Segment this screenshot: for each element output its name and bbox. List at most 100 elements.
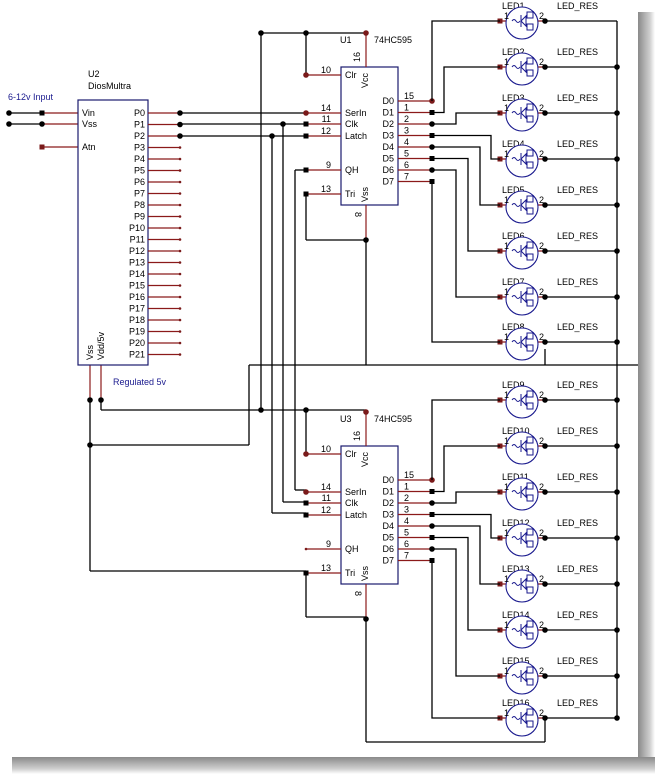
power-input-label: 6-12v Input (8, 92, 54, 102)
junction-dot (614, 202, 620, 208)
led-pin-2-label: 2 (539, 620, 544, 630)
led-ref: LED2 (502, 47, 525, 57)
led-pin-2-label: 2 (539, 103, 544, 113)
junction-dot (303, 451, 309, 457)
pin-name-clr: Clr (345, 449, 357, 459)
junction-dot (614, 397, 620, 403)
led-emitter-glyph (526, 23, 534, 31)
led-resistor-glyph (511, 628, 521, 632)
led-diode-glyph (520, 577, 527, 591)
led-diode-glyph (520, 393, 527, 407)
shift-register-ref: U3 (340, 414, 352, 424)
controller-pin-atn: Atn (82, 142, 96, 152)
led-diode-glyph (520, 623, 527, 637)
led-pin-2-label: 2 (539, 482, 544, 492)
vss-pin-number: 8 (353, 591, 363, 596)
output-pin-d6: D6 (382, 544, 394, 554)
junction-dot (614, 294, 620, 300)
led-resistor-glyph (511, 490, 521, 494)
controller-pin-p4: P4 (134, 154, 145, 164)
led-pin-1-label: 1 (504, 11, 509, 21)
led-value: LED_RES (557, 518, 598, 528)
led-emitter-glyph (526, 666, 534, 674)
pin-number: 12 (321, 126, 331, 136)
controller-pin-p5: P5 (134, 166, 145, 176)
led-pin-2-label: 2 (539, 195, 544, 205)
controller-pin-vin: Vin (82, 108, 95, 118)
output-pin-number: 2 (404, 114, 409, 124)
led-emitter-glyph (526, 299, 534, 307)
shift-register-part: 74HC595 (374, 35, 412, 45)
led-pin-1-label: 1 (504, 666, 509, 676)
controller-pin-p9: P9 (134, 212, 145, 222)
led-emitter-glyph (526, 620, 534, 628)
unconnected-pin-end (178, 295, 182, 299)
led-value: LED_RES (557, 564, 598, 574)
led-ref: LED8 (502, 322, 525, 332)
junction-dot (303, 489, 309, 495)
led-body (505, 703, 539, 737)
wires (9, 21, 638, 743)
pin-number: 11 (322, 493, 331, 503)
led-emitter-glyph (526, 574, 534, 582)
junction-dot (6, 110, 12, 116)
led-pin-2-label: 2 (539, 436, 544, 446)
led-diode-glyph (520, 531, 527, 545)
unconnected-pin-end (178, 169, 182, 172)
led-value: LED_RES (557, 1, 598, 11)
pin-name-qh: QH (345, 165, 359, 175)
pin-number: 13 (321, 563, 331, 573)
pin-name-latch: Latch (345, 510, 367, 520)
led-ref: LED14 (502, 610, 530, 620)
pin-number: 9 (326, 539, 331, 549)
junction-dot (303, 30, 309, 36)
controller-pin-p1: P1 (134, 120, 145, 130)
led-emitter-glyph (526, 161, 534, 169)
pin-number: 14 (321, 482, 331, 492)
junction-dot (614, 248, 620, 254)
shift-register-body (340, 66, 399, 206)
output-pin-number: 2 (404, 493, 409, 503)
output-pin-number: 1 (404, 103, 409, 113)
led-value: LED_RES (557, 185, 598, 195)
led-value: LED_RES (557, 93, 598, 103)
led-pin-2-label: 2 (539, 241, 544, 251)
controller-part: DiosMultra (88, 81, 131, 91)
junction-dot (614, 581, 620, 587)
controller-pin-p7: P7 (134, 189, 145, 199)
output-pin-number: 15 (404, 91, 414, 101)
controller-pin-vss: Vss (85, 344, 95, 360)
led-value: LED_RES (557, 380, 598, 390)
led-drive-wire (431, 20, 500, 101)
led-pin-1-label: 1 (504, 708, 509, 718)
led-diode-glyph (520, 152, 527, 166)
vss-pin-name: Vss (360, 565, 370, 581)
unconnected-pin-end (178, 203, 182, 207)
led-pin-1-label: 1 (504, 436, 509, 446)
led-drive-wire (432, 536, 500, 631)
junction-square (303, 167, 309, 173)
shift-register-part: 74HC595 (374, 414, 412, 424)
junction-dot (87, 442, 93, 448)
led-body (505, 569, 539, 603)
unconnected-pin-end (178, 272, 182, 276)
led-drive-wire (432, 169, 500, 298)
junction-dot (280, 121, 286, 127)
led-emitter-glyph (526, 57, 534, 65)
led-emitter-glyph (526, 207, 534, 215)
led-pin-1-label: 1 (504, 103, 509, 113)
controller-pin-p3: P3 (134, 143, 145, 153)
junction-dot (39, 121, 45, 127)
controller-body (77, 99, 149, 366)
led-emitter-glyph (526, 344, 534, 352)
junction-square (303, 500, 309, 506)
led-value: LED_RES (557, 47, 598, 57)
led-body (505, 385, 539, 419)
junction-dot (87, 397, 93, 403)
led-body (505, 327, 539, 361)
junction-dot (614, 489, 620, 495)
led-value: LED_RES (557, 231, 598, 241)
led-drive-wire (432, 491, 500, 504)
